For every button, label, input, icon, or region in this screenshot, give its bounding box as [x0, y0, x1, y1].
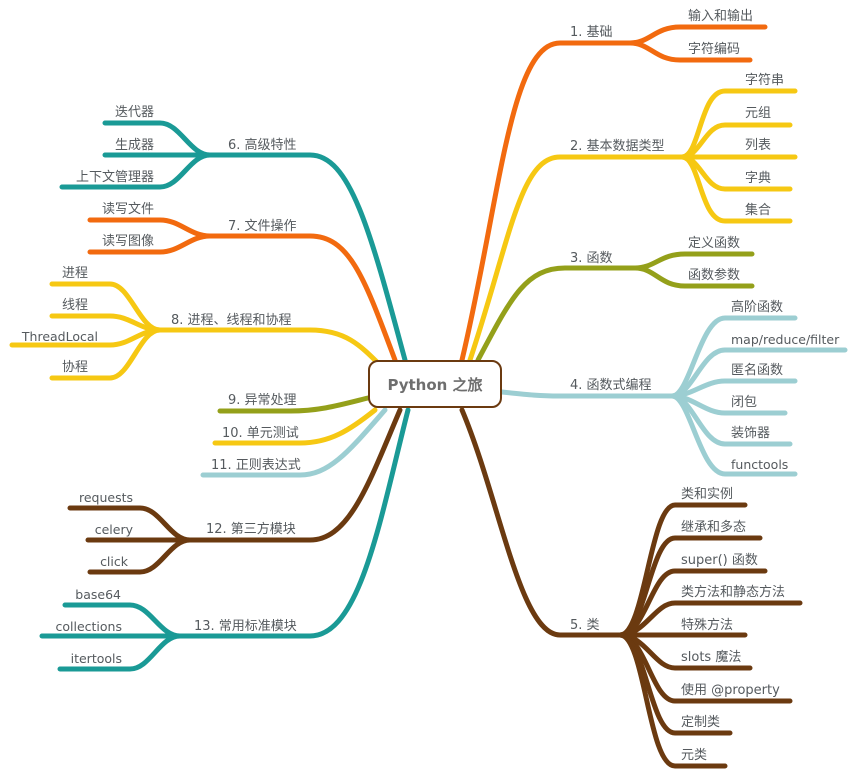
branch-8-lines	[9, 281, 383, 381]
subtopic-set[interactable]: 集合	[745, 203, 772, 218]
topic-10-unit-test[interactable]: 10. 单元测试	[222, 426, 299, 441]
subtopic-string[interactable]: 字符串	[745, 73, 785, 88]
branch-12-lines	[67, 407, 403, 575]
branch-1-lines	[459, 24, 768, 363]
branch-13-lines	[39, 407, 411, 672]
branch-7-lines	[87, 217, 398, 363]
subtopic-lambda[interactable]: 匿名函数	[731, 363, 784, 378]
subtopic-click[interactable]: click	[100, 554, 128, 569]
subtopic-closure[interactable]: 闭包	[731, 395, 758, 410]
subtopic-map-reduce-filter[interactable]: map/reduce/filter	[731, 332, 840, 347]
subtopic-classmethod-staticmethod[interactable]: 类方法和静态方法	[681, 585, 786, 600]
subtopic-requests[interactable]: requests	[78, 490, 133, 505]
subtopic-functools[interactable]: functools	[731, 457, 789, 472]
subtopic-generator[interactable]: 生成器	[114, 138, 154, 153]
subtopic-collections[interactable]: collections	[55, 619, 123, 634]
subtopic-special-methods[interactable]: 特殊方法	[681, 618, 734, 633]
topic-2-data-types[interactable]: 2. 基本数据类型	[570, 139, 665, 154]
branch-9-lines	[217, 395, 371, 414]
subtopic-custom-class[interactable]: 定制类	[681, 715, 721, 730]
branch-10-lines	[212, 407, 378, 446]
subtopic-slots[interactable]: slots 魔法	[681, 650, 742, 665]
subtopic-celery[interactable]: celery	[94, 522, 133, 537]
subtopic-function-params[interactable]: 函数参数	[688, 268, 741, 283]
subtopic-coroutine[interactable]: 协程	[61, 360, 88, 375]
branch-3-lines	[475, 251, 755, 363]
subtopic-list[interactable]: 列表	[745, 138, 772, 153]
subtopic-class-instance[interactable]: 类和实例	[681, 487, 734, 502]
topic-13-stdlib[interactable]: 13. 常用标准模块	[194, 619, 297, 634]
topic-3-functions[interactable]: 3. 函数	[570, 251, 613, 266]
subtopic-metaclass[interactable]: 元类	[681, 748, 708, 763]
topic-9-exceptions[interactable]: 9. 异常处理	[228, 393, 297, 408]
topic-8-concurrency[interactable]: 8. 进程、线程和协程	[171, 313, 292, 328]
topic-4-functional[interactable]: 4. 函数式编程	[570, 378, 652, 393]
subtopic-read-write-file[interactable]: 读写文件	[101, 202, 154, 217]
subtopic-define-function[interactable]: 定义函数	[688, 236, 741, 251]
topic-7-file-io[interactable]: 7. 文件操作	[228, 219, 297, 234]
branch-2-lines	[467, 88, 798, 363]
central-topic[interactable]: Python 之旅	[368, 360, 502, 408]
topic-5-classes[interactable]: 5. 类	[570, 618, 600, 633]
subtopic-decorator[interactable]: 装饰器	[731, 426, 771, 441]
branch-5-lines	[459, 407, 803, 769]
subtopic-iterator[interactable]: 迭代器	[114, 105, 154, 120]
subtopic-super[interactable]: super() 函数	[681, 553, 758, 568]
subtopic-property[interactable]: 使用 @property	[681, 683, 780, 698]
subtopic-context-manager[interactable]: 上下文管理器	[75, 170, 154, 185]
subtopic-io[interactable]: 输入和输出	[688, 9, 754, 24]
subtopic-higher-order[interactable]: 高阶函数	[731, 300, 784, 315]
branch-4-lines	[499, 315, 848, 477]
branch-11-lines	[200, 407, 388, 478]
subtopic-tuple[interactable]: 元组	[745, 106, 772, 121]
subtopic-encoding[interactable]: 字符编码	[688, 42, 741, 57]
topic-11-regex[interactable]: 11. 正则表达式	[211, 458, 301, 473]
subtopic-read-write-image[interactable]: 读写图像	[101, 234, 154, 249]
subtopic-process[interactable]: 进程	[61, 266, 88, 281]
subtopic-dict[interactable]: 字典	[745, 171, 772, 186]
subtopic-base64[interactable]: base64	[75, 587, 121, 602]
subtopic-inheritance[interactable]: 继承和多态	[681, 520, 747, 535]
topic-12-third-party[interactable]: 12. 第三方模块	[206, 522, 296, 537]
topic-1-basics[interactable]: 1. 基础	[570, 25, 613, 40]
subtopic-threadlocal[interactable]: ThreadLocal	[21, 329, 98, 344]
central-topic-title: Python 之旅	[387, 375, 483, 394]
subtopic-itertools[interactable]: itertools	[70, 651, 122, 666]
topic-6-advanced[interactable]: 6. 高级特性	[228, 138, 297, 153]
subtopic-thread[interactable]: 线程	[61, 298, 88, 313]
branch-6-lines	[59, 120, 408, 363]
